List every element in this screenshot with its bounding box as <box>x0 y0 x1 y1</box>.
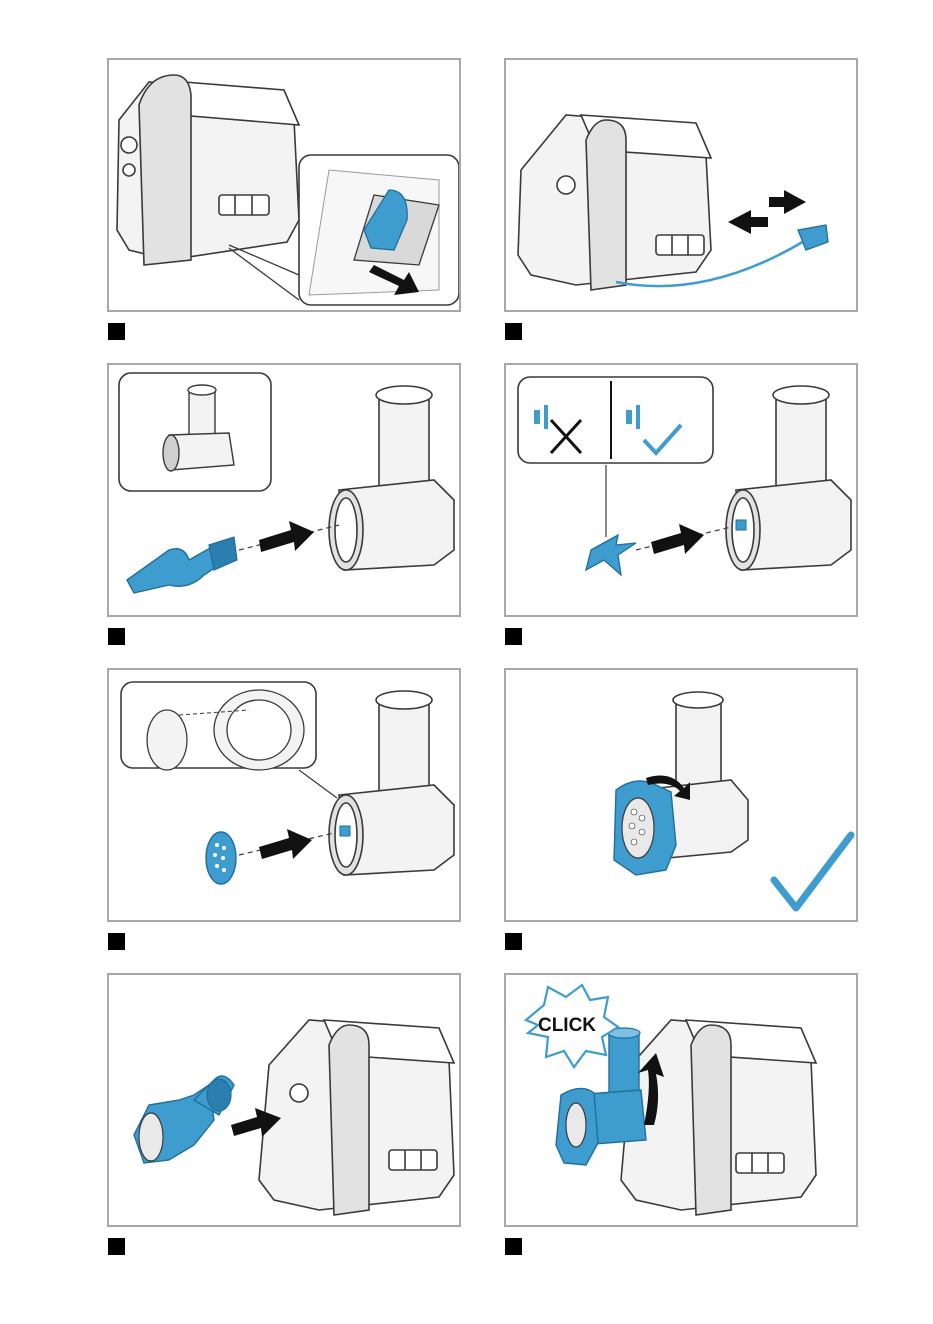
step-marker-3 <box>108 628 125 645</box>
panel-7-attach-grinder <box>107 973 461 1227</box>
panel-2-plug-in <box>504 58 858 312</box>
cutting-blade <box>586 535 636 575</box>
handle-arch <box>586 120 626 290</box>
illustration-attach-grinder <box>109 975 459 1225</box>
click-label: CLICK <box>538 1015 596 1036</box>
panel-1-cord-storage <box>107 58 461 312</box>
panel-3-insert-worm <box>107 363 461 617</box>
checkmark-icon <box>774 835 851 908</box>
power-plug <box>798 225 828 250</box>
arrow-icon <box>728 210 768 234</box>
step-marker-5 <box>108 933 125 950</box>
arrow-icon <box>259 521 314 552</box>
illustration-lock-click: CLICK <box>506 975 856 1225</box>
illustration-cord-storage <box>109 60 459 310</box>
illustration-insert-worm <box>109 365 459 615</box>
handle-arch <box>139 75 191 265</box>
panel-4-insert-blade <box>504 363 858 617</box>
illustration-plug-in <box>506 60 856 310</box>
step-marker-6 <box>505 933 522 950</box>
illustration-insert-blade <box>506 365 856 615</box>
panel-8-lock-click: CLICK <box>504 973 858 1227</box>
arrow-icon <box>651 524 704 554</box>
arrow-icon <box>259 829 312 859</box>
step-marker-1 <box>108 323 125 340</box>
step-marker-7 <box>108 1238 125 1255</box>
arrow-icon <box>769 190 806 214</box>
handle-arch <box>691 1025 731 1215</box>
step-marker-2 <box>505 323 522 340</box>
panel-6-ring-nut <box>504 668 858 922</box>
illustration-ring-nut <box>506 670 856 920</box>
step-marker-4 <box>505 628 522 645</box>
panel-5-insert-disc <box>107 668 461 922</box>
illustration-insert-disc <box>109 670 459 920</box>
handle-arch <box>329 1025 369 1215</box>
step-marker-8 <box>505 1238 522 1255</box>
